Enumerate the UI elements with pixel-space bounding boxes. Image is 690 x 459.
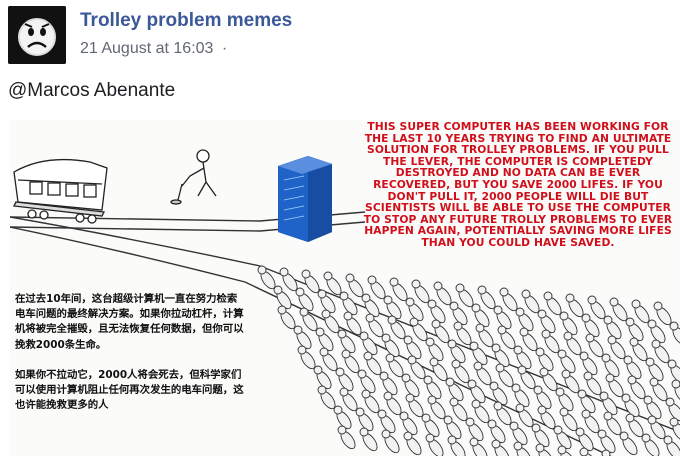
english-caption: THIS SUPER COMPUTER HAS BEEN WORKING FOR… <box>363 120 673 249</box>
sad-face-icon <box>8 6 66 64</box>
crowd-icon <box>257 265 680 456</box>
group-avatar[interactable] <box>8 6 66 64</box>
post-mention[interactable]: @Marcos Abenante <box>8 80 176 101</box>
post-timestamp[interactable]: 21 August at 16:03 <box>80 40 214 57</box>
post-header: Trolley problem memes 21 August at 16:03… <box>6 4 686 64</box>
privacy-separator: · <box>221 40 228 57</box>
lower-track <box>10 216 680 456</box>
trolley-icon <box>13 158 108 224</box>
chinese-caption-paragraph-1: 在过去10年间，这台超级计算机一直在努力检索电车问题的最终解决方案。如果你拉动杠… <box>15 293 244 351</box>
group-name-link[interactable]: Trolley problem memes <box>80 10 293 31</box>
chinese-caption: 在过去10年间，这台超级计算机一直在努力检索电车问题的最终解决方案。如果你拉动杠… <box>15 292 247 428</box>
meme-image[interactable]: THIS SUPER COMPUTER HAS BEEN WORKING FOR… <box>10 120 680 456</box>
post-meta: 21 August at 16:03 · <box>80 40 227 58</box>
supercomputer-icon <box>278 156 332 242</box>
lever-person-icon <box>170 149 217 205</box>
trolley-scene <box>10 149 680 456</box>
chinese-caption-paragraph-2: 如果你不拉动它，2000人将会死去，但科学家们可以使用计算机阻止任何再次发生的电… <box>15 368 244 412</box>
